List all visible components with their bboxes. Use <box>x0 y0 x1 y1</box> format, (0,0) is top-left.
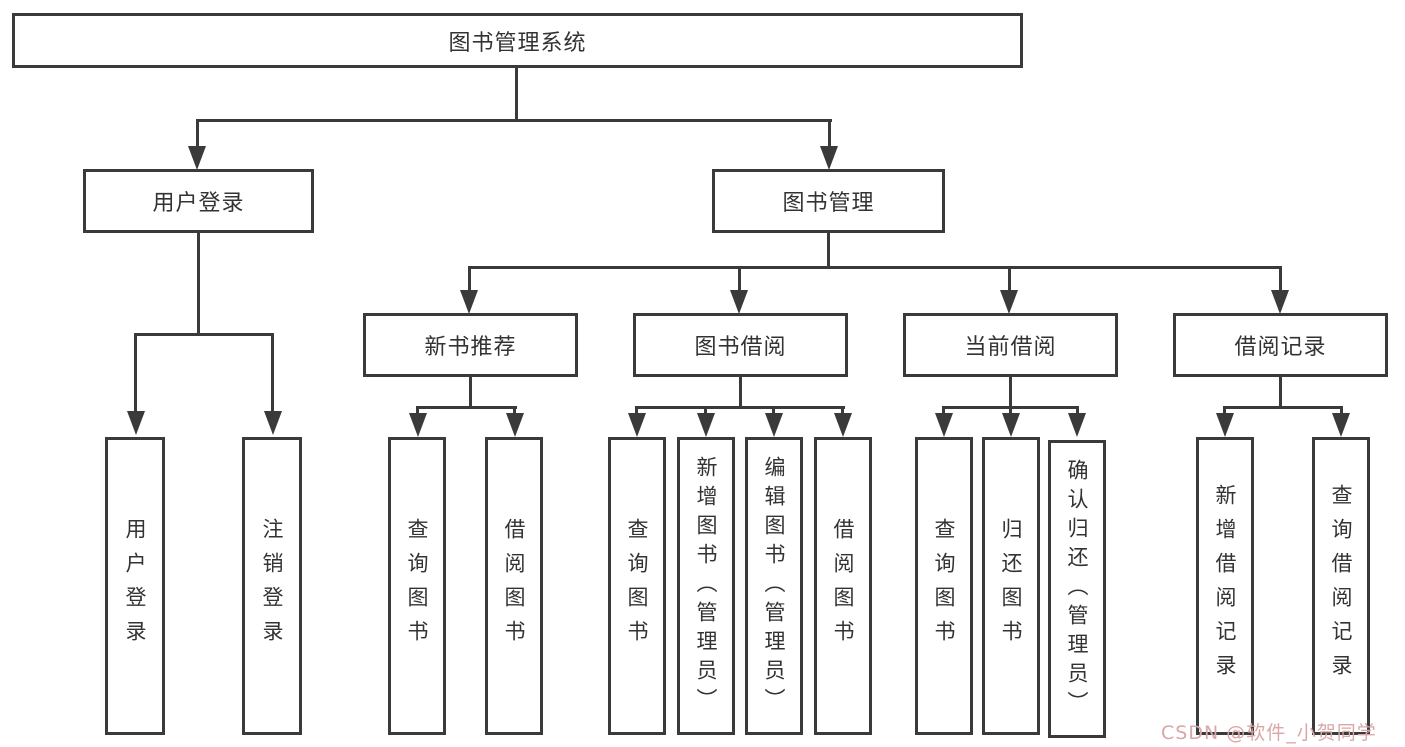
connector-line <box>416 406 419 416</box>
leaf-newbook-query-books: 查询图书 <box>388 437 446 735</box>
node-label: 图书借阅 <box>694 335 787 360</box>
connector-line <box>196 119 832 122</box>
connector-line <box>841 406 844 416</box>
node-borrow-records: 借阅记录 <box>1173 313 1388 377</box>
node-label: 图书管理系统 <box>448 30 587 56</box>
connector-line <box>468 266 1282 269</box>
leaf-label: 借阅图书 <box>831 518 855 654</box>
arrowhead-down-icon <box>834 413 852 437</box>
leaf-add-book-admin: 新增图书（管理员） <box>677 437 735 735</box>
leaf-label: 确认归还（管理员） <box>1065 458 1089 720</box>
leaf-label: 新增借阅记录 <box>1213 484 1237 688</box>
connector-line <box>197 233 200 336</box>
leaf-label: 查询图书 <box>405 518 429 654</box>
node-label: 新书推荐 <box>424 335 517 360</box>
leaf-logout: 注销登录 <box>242 437 302 735</box>
connector-line <box>196 119 199 149</box>
connector-line <box>1009 377 1012 409</box>
leaf-current-query-books: 查询图书 <box>915 437 973 735</box>
arrowhead-down-icon <box>409 413 427 437</box>
arrowhead-down-icon <box>765 413 783 437</box>
arrowhead-down-icon <box>1002 413 1020 437</box>
node-book-borrow: 图书借阅 <box>633 313 848 377</box>
node-new-book-recommend: 新书推荐 <box>363 313 578 377</box>
arrowhead-down-icon <box>1068 413 1086 437</box>
connector-line <box>134 333 274 336</box>
connector-line <box>1076 406 1079 416</box>
arrowhead-down-icon <box>697 413 715 437</box>
node-user-login: 用户登录 <box>83 169 314 233</box>
arrowhead-down-icon <box>1271 290 1289 314</box>
connector-line <box>635 406 638 416</box>
arrowhead-down-icon <box>820 146 838 170</box>
watermark: CSDN @软件_小贺同学 <box>1161 722 1377 744</box>
arrowhead-down-icon <box>935 413 953 437</box>
connector-line <box>469 377 472 409</box>
leaf-edit-book-admin: 编辑图书（管理员） <box>745 437 803 735</box>
connector-line <box>704 406 707 416</box>
connector-line <box>828 119 831 149</box>
connector-line <box>942 406 945 416</box>
arrowhead-down-icon <box>1332 413 1350 437</box>
connector-line <box>827 233 830 269</box>
node-library-management-system: 图书管理系统 <box>12 13 1023 68</box>
connector-line <box>738 266 741 293</box>
connector-line <box>1340 406 1343 416</box>
connector-line <box>1008 266 1011 293</box>
connector-line <box>1223 406 1343 409</box>
arrowhead-down-icon <box>460 290 478 314</box>
node-label: 当前借阅 <box>964 335 1057 360</box>
arrowhead-down-icon <box>1216 413 1234 437</box>
node-label: 用户登录 <box>152 191 245 216</box>
leaf-label: 查询图书 <box>932 518 956 654</box>
connector-line <box>134 333 137 412</box>
arrowhead-down-icon <box>506 413 524 437</box>
leaf-label: 查询图书 <box>625 518 649 654</box>
arrowhead-down-icon <box>1000 290 1018 314</box>
leaf-confirm-return-admin: 确认归还（管理员） <box>1048 440 1106 738</box>
leaf-user-login: 用户登录 <box>105 437 165 735</box>
connector-line <box>772 406 775 416</box>
leaf-label: 借阅图书 <box>502 518 526 654</box>
node-book-management: 图书管理 <box>712 169 945 233</box>
connector-line <box>1009 406 1012 416</box>
leaf-label: 注销登录 <box>260 518 284 654</box>
arrowhead-down-icon <box>730 290 748 314</box>
connector-line <box>1279 266 1282 293</box>
leaf-newbook-borrow-books: 借阅图书 <box>485 437 543 735</box>
leaf-label: 归还图书 <box>999 518 1023 654</box>
node-current-borrow: 当前借阅 <box>903 313 1118 377</box>
leaf-borrow-query-books: 查询图书 <box>608 437 666 735</box>
connector-line <box>1279 377 1282 409</box>
leaf-borrow-borrow-books: 借阅图书 <box>814 437 872 735</box>
connector-line <box>515 68 518 122</box>
arrowhead-down-icon <box>188 146 206 170</box>
connector-line <box>416 406 517 409</box>
connector-line <box>271 333 274 412</box>
arrowhead-down-icon <box>127 411 145 435</box>
arrowhead-down-icon <box>628 413 646 437</box>
connector-line <box>513 406 516 416</box>
leaf-add-borrow-record: 新增借阅记录 <box>1196 437 1254 735</box>
leaf-label: 用户登录 <box>123 518 147 654</box>
leaf-return-books: 归还图书 <box>982 437 1040 735</box>
node-label: 借阅记录 <box>1234 335 1327 360</box>
leaf-label: 查询借阅记录 <box>1329 484 1353 688</box>
arrowhead-down-icon <box>264 411 282 435</box>
connector-line <box>635 406 845 409</box>
connector-line <box>468 266 471 293</box>
leaf-label: 编辑图书（管理员） <box>762 455 786 717</box>
node-label: 图书管理 <box>782 191 875 216</box>
connector-line <box>739 377 742 409</box>
leaf-label: 新增图书（管理员） <box>694 455 718 717</box>
connector-line <box>1223 406 1226 416</box>
leaf-query-borrow-record: 查询借阅记录 <box>1312 437 1370 735</box>
